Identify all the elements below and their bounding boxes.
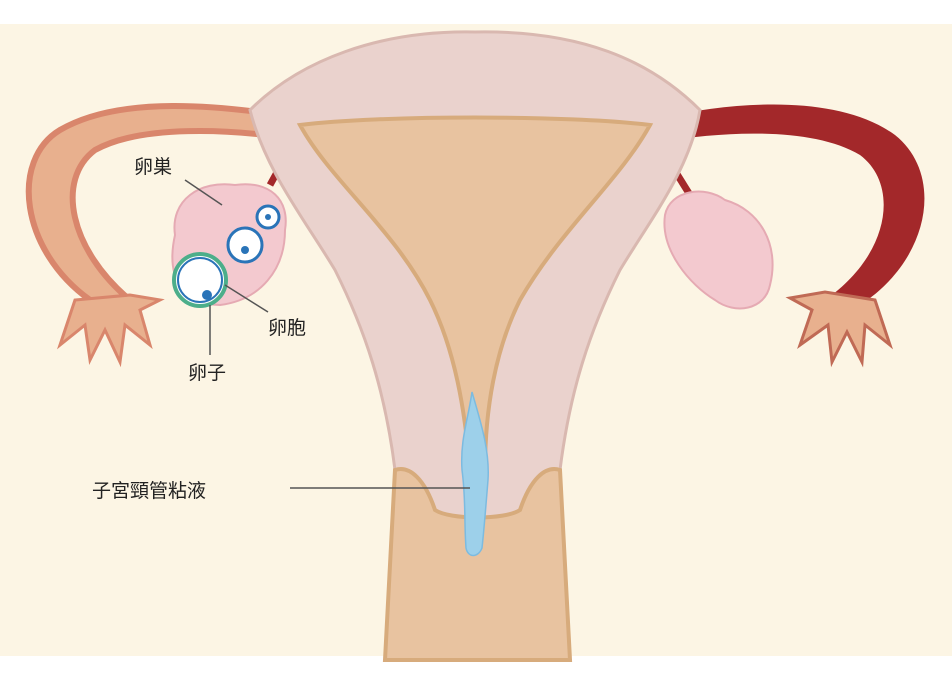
label-cervical-mucus: 子宮頸管粘液 xyxy=(92,480,207,502)
label-ovary: 卵巣 xyxy=(134,156,173,178)
ovary-leader-line xyxy=(184,179,223,206)
right-fimbriae xyxy=(785,290,894,368)
label-follicle: 卵胞 xyxy=(268,317,307,339)
right-ovary xyxy=(663,190,774,310)
medium-follicle xyxy=(226,226,264,264)
left-fimbriae xyxy=(56,293,165,368)
egg-cell xyxy=(202,290,212,300)
label-egg: 卵子 xyxy=(188,362,227,384)
uterus-cavity xyxy=(296,115,654,472)
cervical-canal xyxy=(382,467,573,662)
cervical-mucus xyxy=(460,391,490,557)
mature-follicle xyxy=(172,252,228,308)
follicle-leader-line xyxy=(224,284,269,313)
left-ovary xyxy=(171,183,287,308)
